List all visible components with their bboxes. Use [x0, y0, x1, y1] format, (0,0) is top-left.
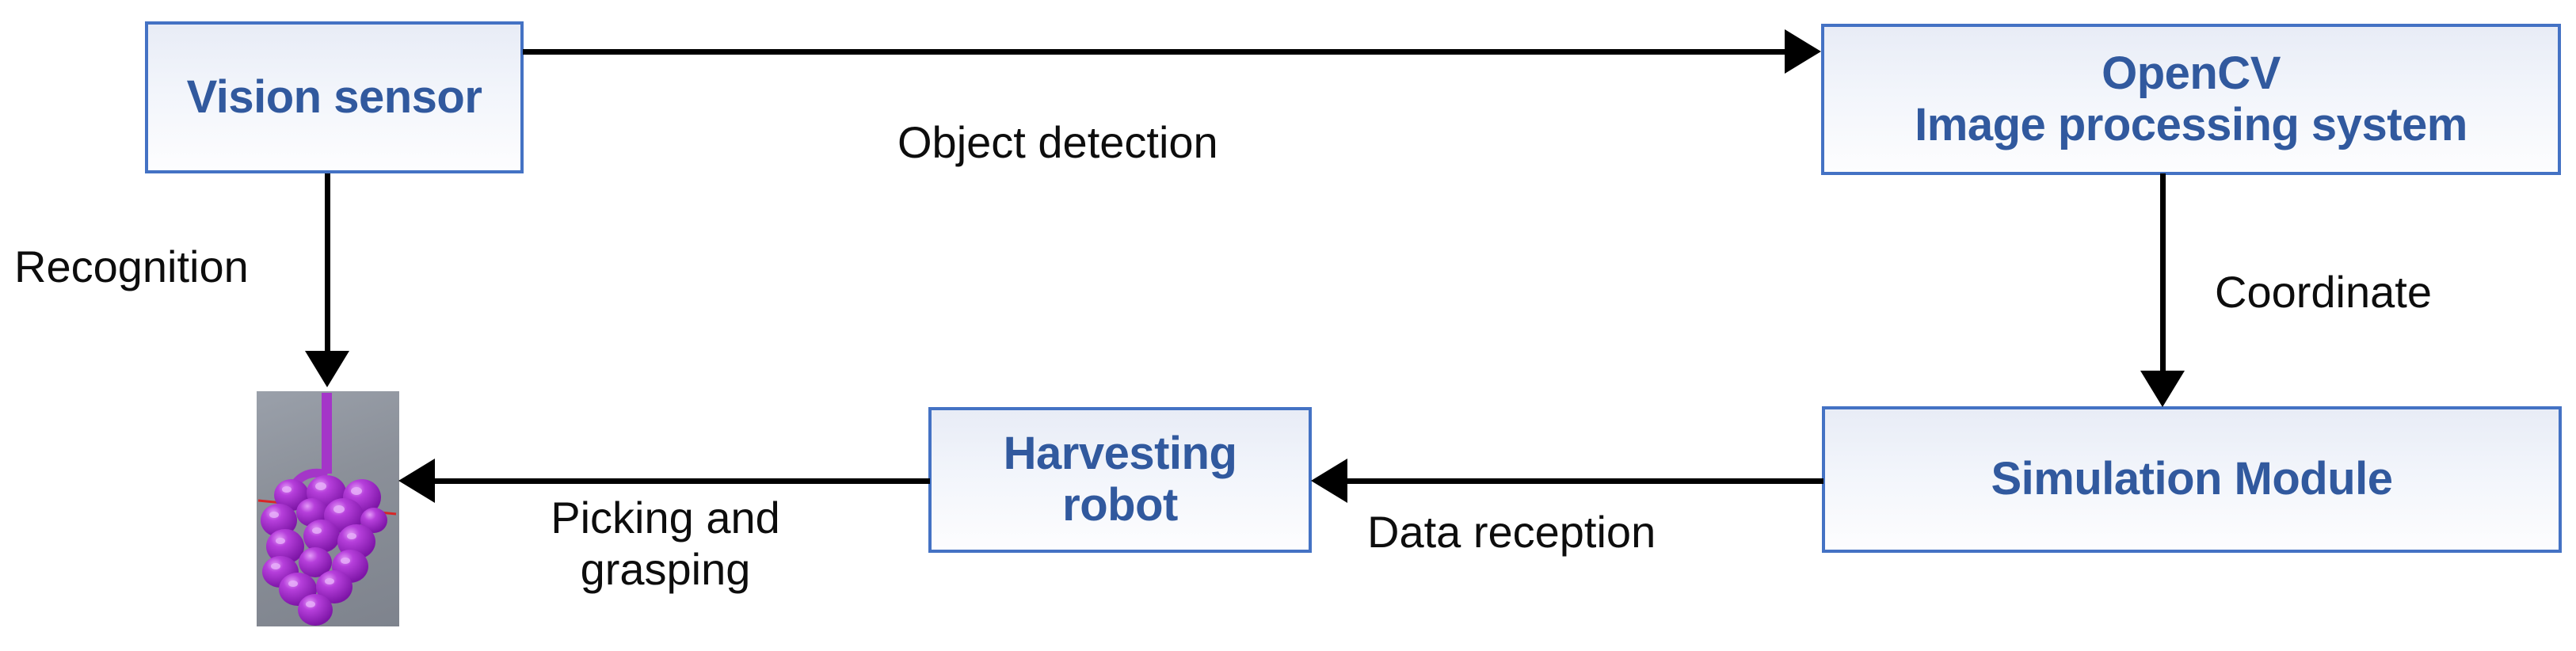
edge-label-data-reception: Data reception [1367, 507, 1656, 557]
arrowhead-vision-to-opencv [1785, 29, 1821, 74]
edge-label-coordinate: Coordinate [2215, 267, 2432, 317]
arrowhead-vision-to-grape [305, 351, 349, 387]
edge-line-vision-to-grape [325, 173, 330, 356]
node-simulation-module-label: Simulation Module [1991, 453, 2393, 505]
node-simulation-module[interactable]: Simulation Module [1822, 406, 2562, 553]
arrowhead-robot-to-grape [398, 459, 435, 503]
node-harvesting-robot[interactable]: Harvesting robot [928, 407, 1312, 553]
edge-line-robot-to-grape [434, 478, 930, 484]
edge-line-opencv-to-simulation [2160, 173, 2166, 373]
node-opencv-label: OpenCV Image processing system [1915, 47, 2467, 150]
edge-label-recognition: Recognition [14, 242, 249, 291]
edge-line-vision-to-opencv [523, 49, 1790, 55]
node-vision-sensor-label: Vision sensor [186, 70, 482, 123]
node-vision-sensor[interactable]: Vision sensor [145, 21, 524, 173]
edge-label-picking-and-grasping: Picking and grasping [551, 493, 780, 594]
node-harvesting-robot-label: Harvesting robot [1003, 428, 1237, 531]
edge-line-simulation-to-robot [1347, 478, 1823, 484]
node-opencv-image-processing-system[interactable]: OpenCV Image processing system [1821, 24, 2561, 175]
grape-cluster-image [257, 391, 399, 626]
arrowhead-opencv-to-simulation [2140, 371, 2185, 407]
arrowhead-simulation-to-robot [1311, 459, 1347, 503]
edge-label-object-detection: Object detection [897, 117, 1218, 167]
